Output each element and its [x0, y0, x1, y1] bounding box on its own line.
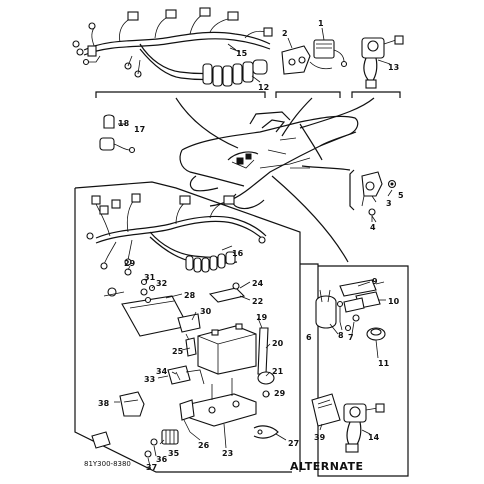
- cap-11: [366, 327, 386, 341]
- leader-right-lower: [301, 165, 351, 171]
- strap-20: [257, 327, 269, 375]
- callout-29a: 29: [124, 259, 136, 268]
- callout-8: 8: [338, 331, 344, 340]
- callout-1: 1: [318, 19, 324, 28]
- callout-20: 20: [272, 339, 284, 348]
- group-bracket-middle: [275, 91, 341, 98]
- callout-3: 3: [386, 199, 392, 208]
- bracket-2: [281, 45, 311, 75]
- callout-7: 7: [348, 333, 354, 342]
- bracket-22-24: [208, 282, 246, 303]
- figure-code: 81Y300-8380: [84, 460, 131, 468]
- callout-33: 33: [144, 375, 155, 384]
- leader-alternate: [271, 175, 349, 263]
- leader-right: [299, 97, 375, 129]
- wire-harness-16: [86, 193, 267, 273]
- callout-29b: 29: [274, 389, 286, 398]
- callout-18: 18: [118, 119, 130, 128]
- connector-bottom-left: [91, 431, 111, 449]
- ignition-coil-6: [315, 289, 337, 329]
- nut-5: [387, 179, 397, 189]
- callout-11: 11: [378, 359, 390, 368]
- callout-25: 25: [172, 347, 184, 356]
- battery-box-23: [189, 378, 257, 427]
- callout-12: 12: [258, 83, 269, 92]
- alternate-frame-top: [74, 181, 301, 472]
- callout-labels: 1 2 3 4 5 6 7 8 9 10 11 12 13 14 15 16 1…: [98, 19, 404, 472]
- callout-35: 35: [168, 449, 180, 458]
- group-bracket-345: [349, 169, 355, 211]
- main-switch-14: [343, 403, 385, 453]
- callout-17: 17: [134, 125, 145, 134]
- rectifier-28: [103, 287, 189, 337]
- callout-22: 22: [252, 297, 263, 306]
- callout-5: 5: [398, 191, 404, 200]
- lamp-17-18: [99, 114, 136, 154]
- connector-35: [161, 429, 179, 445]
- callout-39: 39: [314, 433, 326, 442]
- battery-19: [197, 323, 257, 375]
- switch-3: [361, 171, 383, 207]
- callout-36: 36: [156, 455, 168, 464]
- callout-37: 37: [146, 463, 157, 472]
- callout-26: 26: [198, 441, 210, 450]
- callout-38: 38: [98, 399, 110, 408]
- clip-25: [185, 337, 197, 357]
- alternate-frame-right: [300, 263, 409, 477]
- callout-10: 10: [388, 297, 400, 306]
- callout-32: 32: [156, 279, 167, 288]
- washer-37: [144, 450, 152, 458]
- callout-28: 28: [184, 291, 196, 300]
- washer-31: [140, 278, 148, 286]
- nut-29-upper: [124, 268, 132, 276]
- band-27: [253, 425, 279, 439]
- fuse-holder-33-34: [167, 365, 205, 385]
- callout-27: 27: [288, 439, 299, 448]
- main-switch-13: [361, 35, 404, 89]
- screw-4: [368, 208, 376, 222]
- alternate-label: ALTERNATE: [290, 460, 364, 473]
- leader-middle: [281, 97, 313, 137]
- group-bracket-right: [351, 91, 401, 98]
- wire-harness-15: [72, 7, 273, 87]
- callout-13: 13: [388, 63, 399, 72]
- fitting-21: [257, 371, 275, 385]
- cdi-unit-1: [313, 39, 348, 68]
- screw-8: [336, 300, 344, 322]
- callout-31: 31: [144, 273, 156, 282]
- callout-19: 19: [256, 313, 268, 322]
- bracket-30: [177, 313, 201, 343]
- callout-9: 9: [372, 277, 378, 286]
- relay-38: [119, 391, 145, 417]
- callout-34: 34: [156, 367, 168, 376]
- callout-23: 23: [222, 449, 233, 458]
- snowmobile-illustration: [179, 111, 359, 210]
- callout-30: 30: [200, 307, 212, 316]
- callout-16: 16: [232, 249, 244, 258]
- callout-4: 4: [370, 223, 376, 232]
- callout-6: 6: [306, 333, 312, 342]
- washer-36: [150, 438, 158, 446]
- connector-bundle-12: [202, 59, 268, 87]
- callout-15: 15: [236, 49, 248, 58]
- callout-24: 24: [252, 279, 264, 288]
- group-bracket-left: [95, 91, 266, 98]
- spark-plug-cap-10: [343, 291, 381, 313]
- leader-left: [175, 97, 239, 149]
- alternate-frame-left: [74, 188, 292, 473]
- nut-7: [344, 314, 360, 332]
- bracket-26: [179, 399, 195, 433]
- callout-2: 2: [282, 29, 288, 38]
- manual-39: [311, 393, 341, 427]
- spark-plug-cap-9: [339, 279, 385, 297]
- callout-14: 14: [368, 433, 380, 442]
- callout-leaders: [114, 27, 393, 467]
- callout-21: 21: [272, 367, 284, 376]
